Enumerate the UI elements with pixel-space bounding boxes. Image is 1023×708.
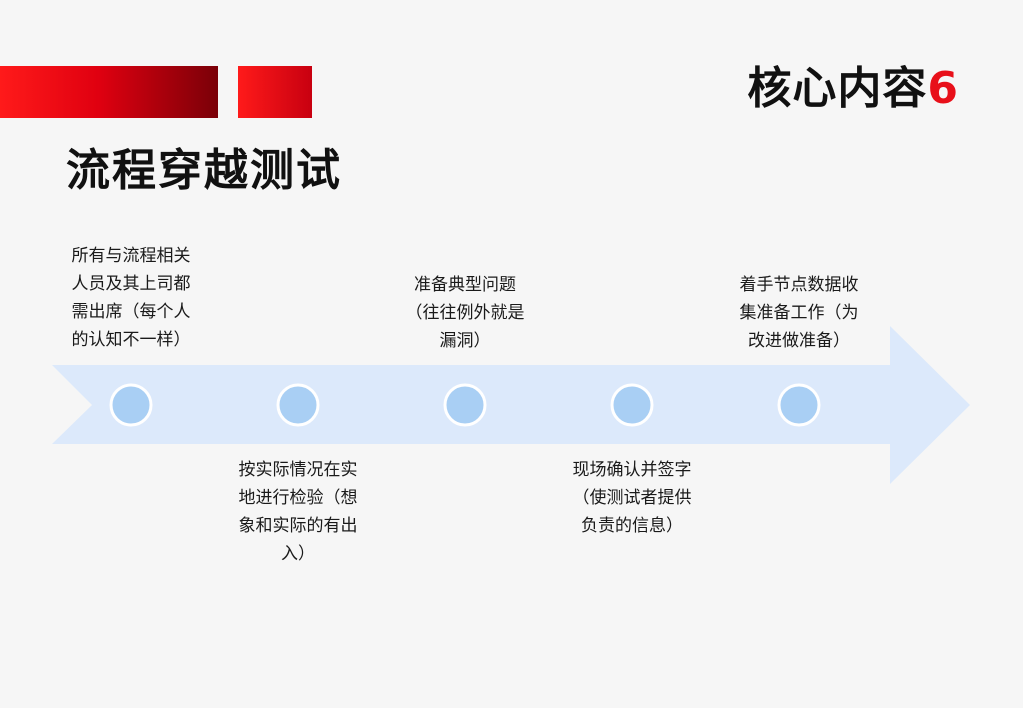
header-red-bar [0,66,218,118]
timeline-step-line: 现场确认并签字 [572,460,692,480]
timeline-step-3-text: 准备典型问题 （往往例外就是漏洞） [395,271,535,355]
page-title: 流程穿越测试 [66,145,342,196]
timeline-step-line: 按实际情况在实 [238,460,358,480]
timeline-step-line: 着手节点数据收 [739,275,859,295]
timeline-node-3 [443,383,487,427]
timeline-step-1-text: 所有与流程相关人员及其上司都需出席（每个人的认知不一样） [61,242,201,354]
timeline-step-line: 集准备工作（为 [739,303,859,323]
timeline-step-4-text: 现场确认并签字 （使测试者提供负责的信息） [562,456,702,540]
section-number: 6 [927,63,959,114]
timeline-step-5-text: 着手节点数据收集准备工作（为改进做准备） [729,271,869,355]
timeline-step-line: 人员及其上司都 [71,274,191,294]
timeline-step-line: 象和实际的有出 [238,516,358,536]
header-red-bar-small [238,66,312,118]
timeline-step-line: 漏洞） [439,331,491,351]
timeline-step-line: 需出席（每个人 [71,302,191,322]
timeline-step-line: 入） [281,544,315,564]
section-label-text: 核心内容 [747,63,928,114]
timeline-step-line: 准备典型问题 [414,275,516,295]
timeline-step-line: （往往例外就是 [405,303,525,323]
timeline-node-1 [109,383,153,427]
timeline-step-2-text: 按实际情况在实地进行检验（想象和实际的有出入） [228,456,368,568]
section-label: 核心内容6 [747,52,959,116]
timeline-step-line: 所有与流程相关 [71,246,191,266]
timeline-step-line: 地进行检验（想 [238,488,358,508]
timeline-node-4 [610,383,654,427]
timeline-arrow-shape [52,326,970,484]
timeline-node-2 [276,383,320,427]
timeline-step-line: 的认知不一样） [71,330,191,350]
timeline-step-line: （使测试者提供 [572,488,692,508]
timeline-node-5 [777,383,821,427]
timeline-step-line: 负责的信息） [581,516,683,536]
timeline-step-line: 改进做准备） [748,331,850,351]
